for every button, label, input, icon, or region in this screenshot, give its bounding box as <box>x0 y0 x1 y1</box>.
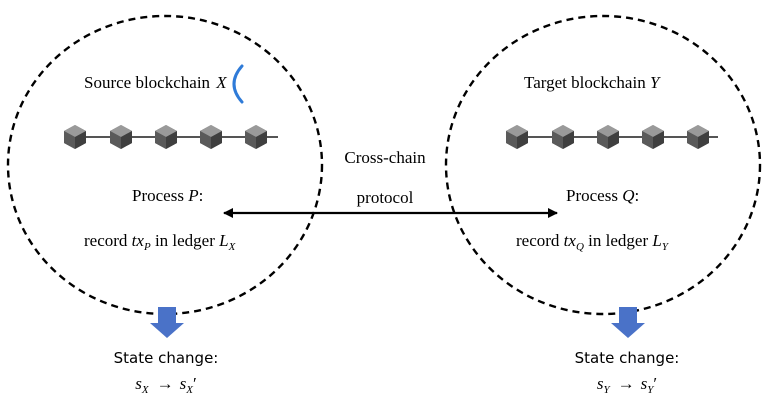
source-process-label: Process P: <box>132 186 203 205</box>
target-record-text: record txQ in ledger LY <box>516 231 670 253</box>
target-boundary-circle <box>444 14 762 316</box>
blockchain-block-icon <box>110 125 132 149</box>
down-arrow-icon <box>611 307 645 338</box>
blockchain-block-icon <box>200 125 222 149</box>
protocol-label-line2: protocol <box>357 188 414 207</box>
target-chain <box>506 125 718 149</box>
blockchain-block-icon <box>64 125 86 149</box>
source-record-text: record txP in ledger LX <box>84 231 237 253</box>
source-chain <box>64 125 278 149</box>
target-state-transition: sY→sY′ <box>597 374 657 396</box>
blockchain-block-icon <box>552 125 574 149</box>
protocol-label-line1: Cross-chain <box>344 148 426 167</box>
down-arrow-icon <box>150 307 184 338</box>
blockchain-block-icon <box>687 125 709 149</box>
blockchain-block-icon <box>597 125 619 149</box>
target-state-change-label: State change: <box>575 349 680 367</box>
target-process-label: Process Q: <box>566 186 639 205</box>
source-boundary-circle <box>6 14 324 316</box>
blockchain-block-icon <box>506 125 528 149</box>
source-state-transition: sX→sX′ <box>135 374 196 396</box>
blockchain-block-icon <box>245 125 267 149</box>
blockchain-block-icon <box>155 125 177 149</box>
source-blockchain-title: Source blockchain X <box>84 73 227 92</box>
target-blockchain-title: Target blockchain Y <box>524 73 661 92</box>
source-state-change-label: State change: <box>114 349 219 367</box>
text-cursor-bracket-icon <box>232 64 244 104</box>
blockchain-block-icon <box>642 125 664 149</box>
